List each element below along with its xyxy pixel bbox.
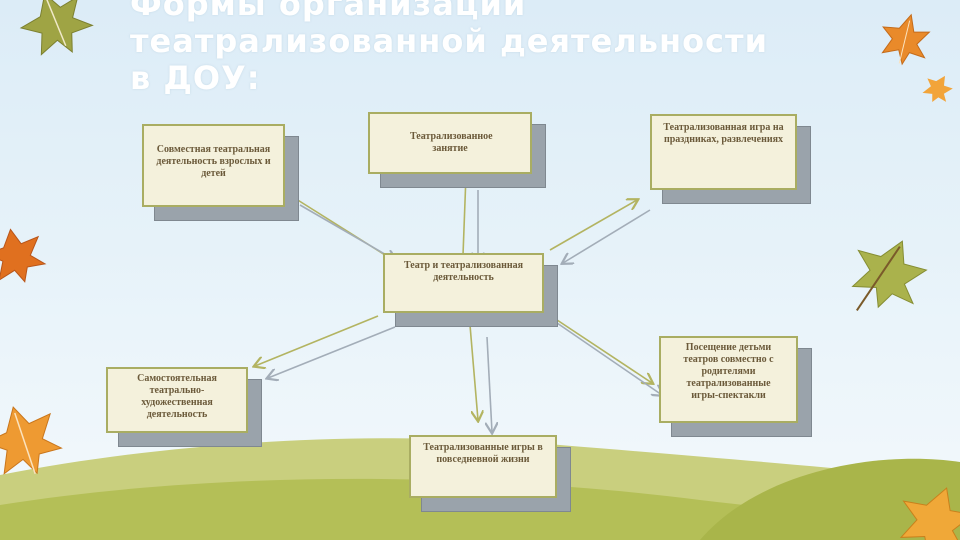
- node-label: Театрализованные игры в повседневной жиз…: [423, 442, 543, 465]
- title-line-1: Формы организации: [130, 0, 527, 23]
- right-hill: [700, 458, 960, 540]
- node-card: Театр и театрализованная деятельность: [383, 253, 544, 313]
- arrow-from-daily: [487, 336, 492, 432]
- node-card: Совместная театральная деятельность взро…: [142, 124, 285, 207]
- title-line-3: в ДОУ:: [130, 59, 261, 97]
- node-label: Совместная театральная деятельность взро…: [156, 144, 271, 179]
- arrow-from-visits: [556, 322, 662, 395]
- leaf-icon: [899, 487, 960, 540]
- node-independent-activity: Самостоятельная театрально-художественна…: [106, 367, 262, 447]
- node-center: Театр и театрализованная деятельность: [383, 253, 558, 327]
- leaf-icon: [851, 240, 928, 311]
- leaf-icon: [19, 0, 94, 56]
- node-card: Посещение детьми театров совместно с род…: [659, 336, 798, 423]
- node-theatrical-lesson: Театрализованное занятие: [368, 112, 546, 188]
- arrow-to-daily: [469, 324, 478, 420]
- arrow-to-holiday: [549, 200, 637, 251]
- node-label: Театрализованная игра на праздниках, раз…: [663, 122, 784, 145]
- arrow-from-holiday: [563, 209, 651, 263]
- leaf-icon: [0, 406, 63, 475]
- node-holiday-games: Театрализованная игра на праздниках, раз…: [650, 114, 811, 204]
- node-daily-games: Театрализованные игры в повседневной жиз…: [409, 435, 571, 512]
- arrow-to-independent: [255, 315, 379, 366]
- node-theatre-visits: Посещение детьми театров совместно с род…: [659, 336, 812, 437]
- arrow-to-visits: [544, 311, 652, 383]
- node-joint-activity: Совместная театральная деятельность взро…: [142, 124, 299, 221]
- node-label: Театр и театрализованная деятельность: [403, 260, 524, 283]
- node-label: Самостоятельная театрально-художественна…: [137, 373, 217, 420]
- node-card: Театрализованные игры в повседневной жиз…: [409, 435, 557, 498]
- arrow-from-joint: [299, 204, 395, 260]
- arrow-to-lesson: [463, 175, 466, 256]
- node-label: Театрализованное занятие: [410, 131, 493, 154]
- leaf-icon: [0, 228, 47, 283]
- node-label: Посещение детьми театров совместно с род…: [683, 342, 774, 401]
- leaf-icon: [881, 13, 931, 66]
- leaf-icon: [922, 75, 953, 102]
- node-card: Самостоятельная театрально-художественна…: [106, 367, 248, 433]
- slide-title: Формы организации театрализованной деяте…: [130, 0, 870, 97]
- arrow-from-independent: [268, 326, 396, 378]
- title-line-2: театрализованной деятельности: [130, 22, 768, 60]
- node-card: Театрализованное занятие: [368, 112, 532, 174]
- node-card: Театрализованная игра на праздниках, раз…: [650, 114, 797, 190]
